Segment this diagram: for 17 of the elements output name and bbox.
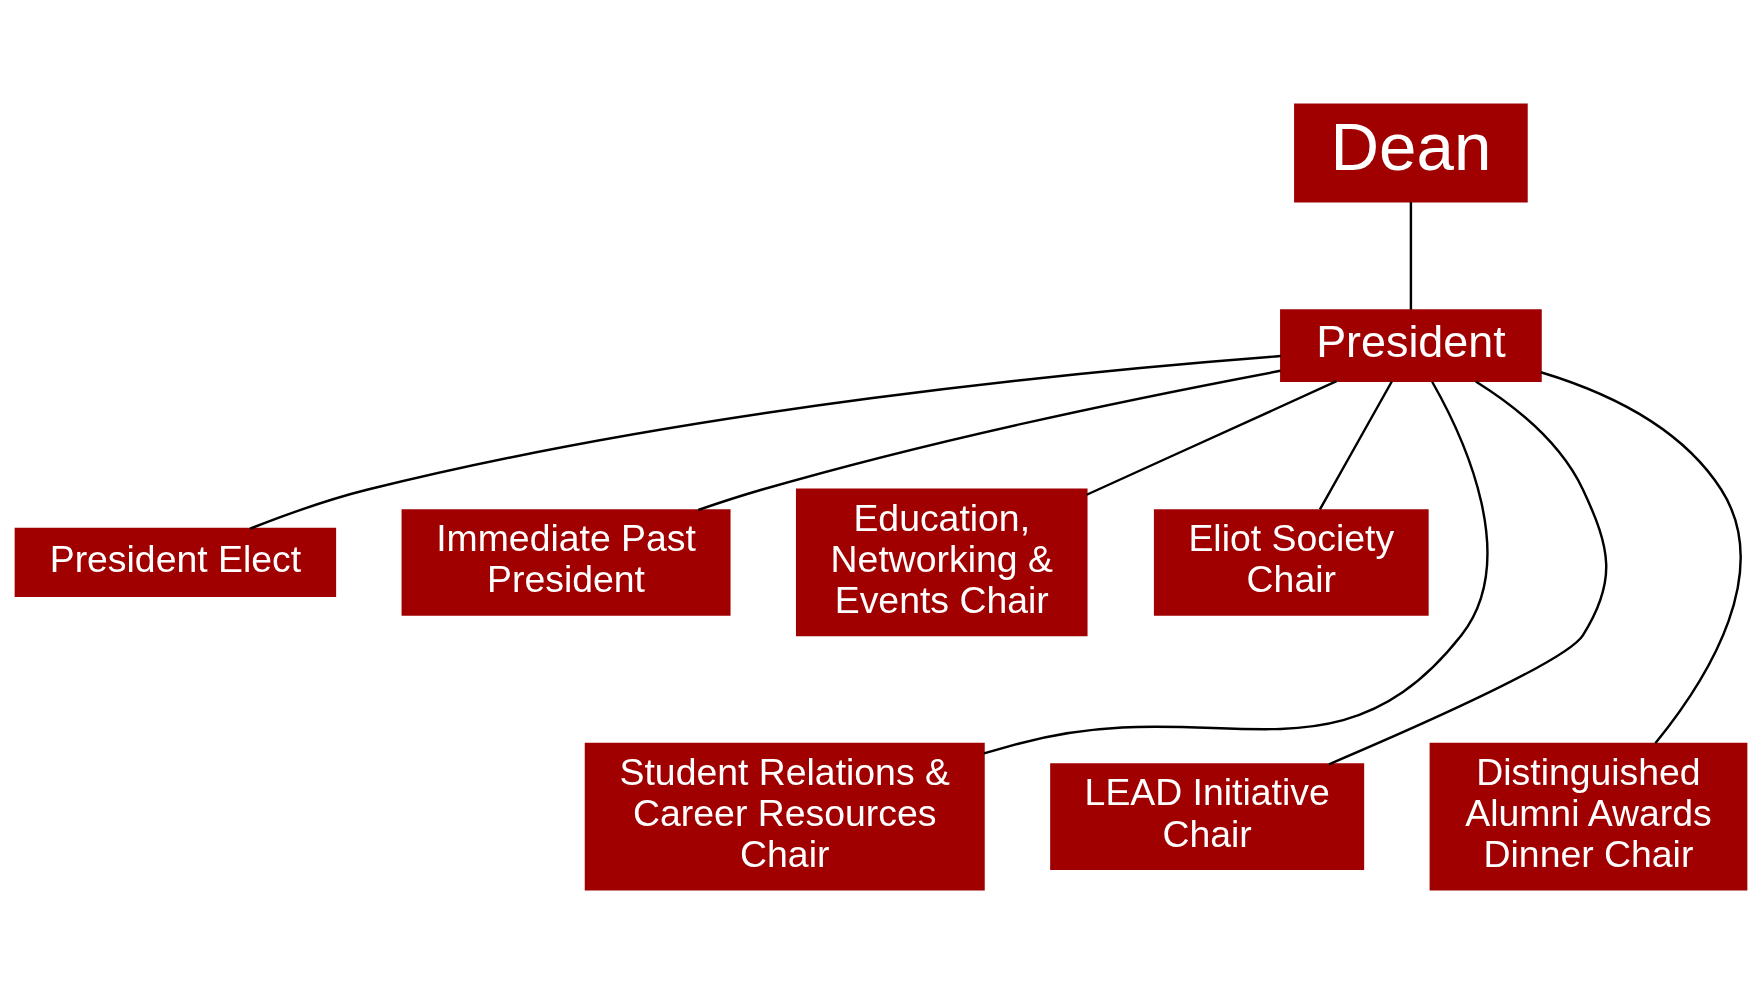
connector [1409, 202, 1413, 310]
connector [1328, 380, 1608, 766]
node-box: LEAD Initiative Chair [1050, 763, 1365, 870]
connector [1086, 380, 1338, 496]
connector [983, 381, 1489, 755]
node-box: Eliot Society Chair [1153, 509, 1429, 616]
connector [1318, 380, 1393, 511]
node-box: Education, Networking & Events Chair [795, 488, 1088, 637]
node-box: Dean [1294, 103, 1528, 203]
node-box: President Elect [14, 527, 337, 597]
node-box: Student Relations & Career Resources Chair [584, 742, 985, 891]
connector [1540, 371, 1742, 744]
node-box: Distinguished Alumni Awards Dinner Chair [1429, 742, 1748, 891]
node-box: Immediate Past President [401, 509, 731, 616]
connector [249, 354, 1281, 530]
connector [697, 369, 1281, 512]
node-box: President [1280, 309, 1542, 383]
